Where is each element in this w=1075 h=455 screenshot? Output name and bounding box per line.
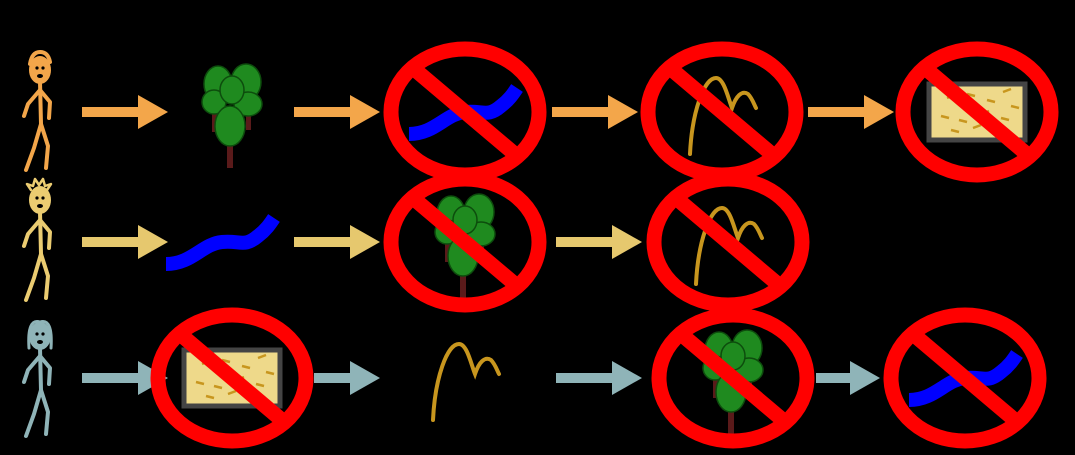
arrow-row2-3 (556, 225, 642, 259)
prohibition-icon (383, 171, 547, 313)
step-row1-1 (201, 63, 263, 168)
arrow-row3-4 (816, 361, 880, 395)
arrow-row1-4 (808, 95, 894, 129)
prohibition-icon (651, 307, 815, 449)
path-icon (431, 341, 501, 422)
arrow-row2-2 (294, 225, 380, 259)
step-row2-2 (383, 171, 547, 313)
river-icon (408, 84, 523, 141)
arrow-row1-1 (82, 95, 168, 129)
river-icon (165, 214, 280, 271)
arrow-row1-3 (552, 95, 638, 129)
step-row3-3 (651, 307, 815, 449)
step-row2-1 (165, 214, 280, 271)
river-icon (908, 350, 1023, 407)
step-row3-2 (431, 341, 501, 422)
prohibition-icon (883, 307, 1047, 449)
step-row3-1 (150, 307, 314, 449)
arrow-row3-3 (556, 361, 642, 395)
prohibition-icon (895, 41, 1059, 183)
step-row1-4 (895, 41, 1059, 183)
person-spiky-hair-icon (22, 177, 53, 302)
step-row3-4 (883, 307, 1047, 449)
prohibition-icon (646, 171, 810, 313)
person-curly-hair-icon (22, 50, 52, 172)
trees-icon (201, 63, 263, 168)
arrow-row1-2 (294, 95, 380, 129)
arrow-row3-2 (314, 361, 380, 395)
prohibition-icon (150, 307, 314, 449)
step-row2-3 (646, 171, 810, 313)
arrow-row2-1 (82, 225, 168, 259)
person-long-hair-icon (22, 320, 53, 438)
